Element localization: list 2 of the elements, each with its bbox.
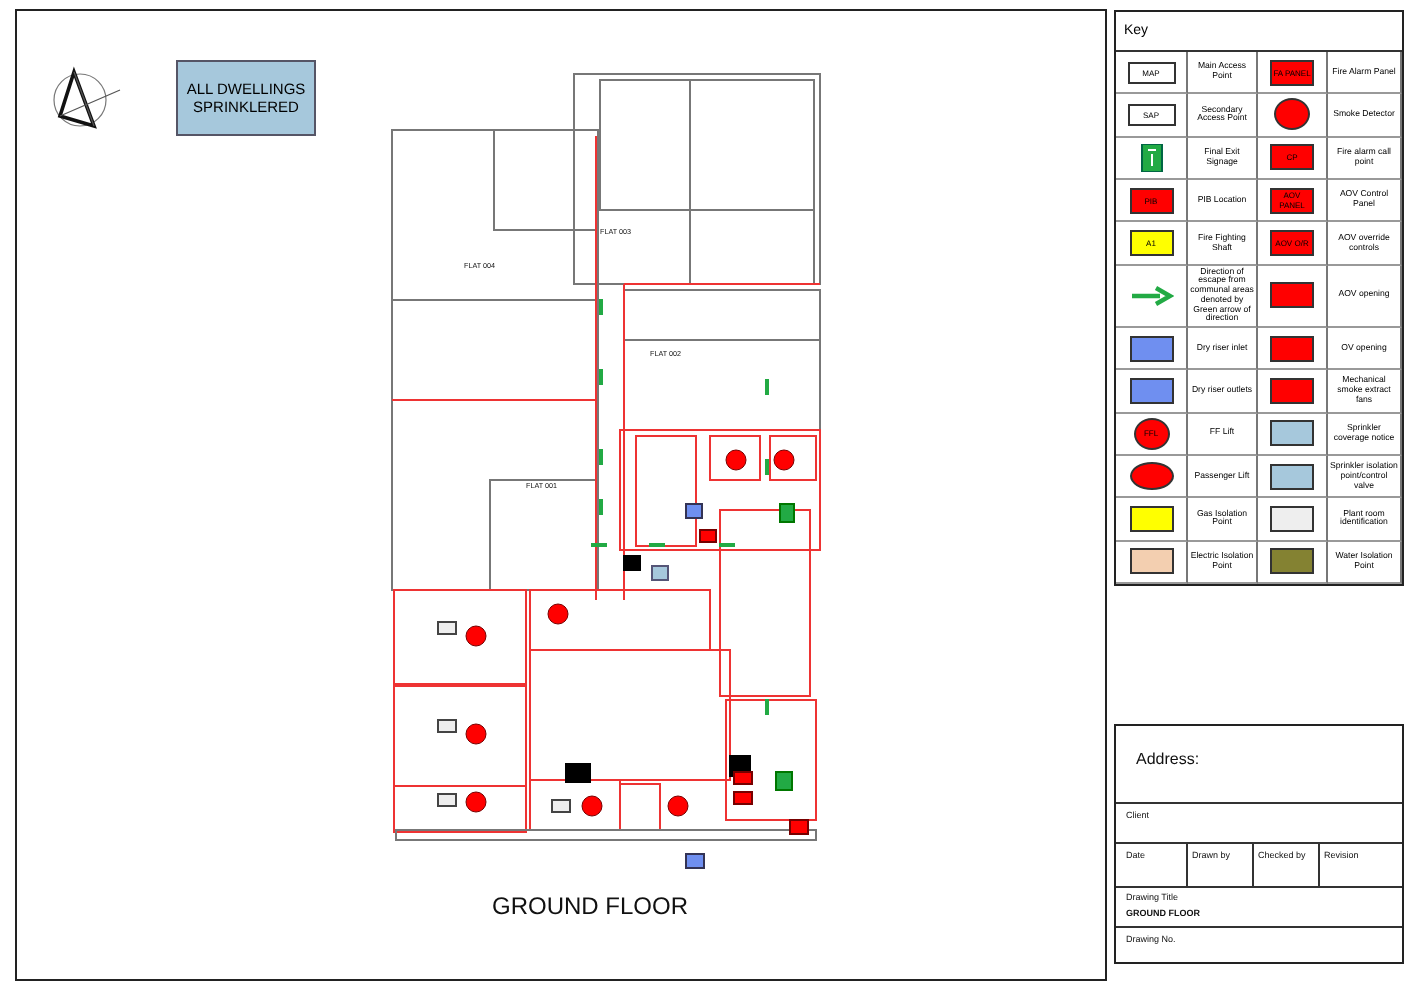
plan-title: GROUND FLOOR xyxy=(489,892,690,920)
address-label: Address: xyxy=(1136,750,1200,768)
